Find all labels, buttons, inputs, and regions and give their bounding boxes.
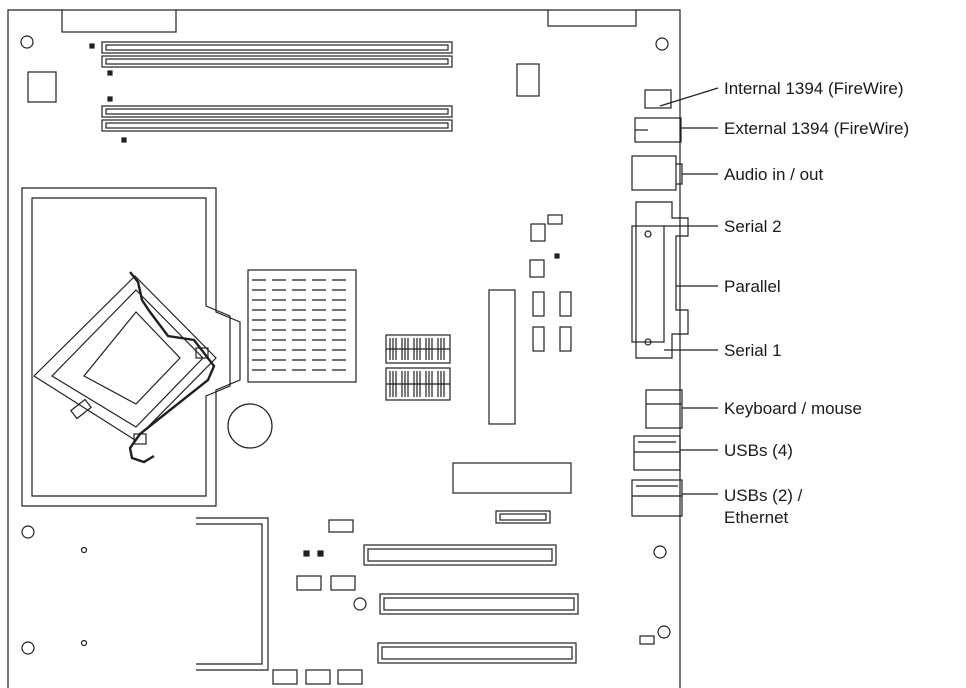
mount-hole-top-left (20, 35, 34, 49)
dense-chips (385, 334, 451, 401)
label-serial-1: Serial 1 (724, 341, 782, 360)
mount-hole-mid-left (21, 525, 35, 539)
top-header-left (61, 9, 177, 33)
small-hole-2 (80, 639, 88, 647)
mount-hole-mid-right (653, 545, 667, 559)
parallel-serial-connector (631, 201, 689, 359)
processor-area (21, 187, 241, 507)
rear-connectors (631, 89, 689, 517)
small-hole-1 (80, 546, 88, 554)
internal-1394-connector (644, 89, 672, 109)
label-audio: Audio in / out (724, 165, 824, 184)
top-header-right (547, 9, 637, 27)
mount-hole-bottom-left (21, 641, 35, 655)
memory-slots (89, 41, 453, 143)
leader-lines (659, 87, 719, 495)
usb2-ethernet-connector (631, 479, 683, 517)
label-usbs-4: USBs (4) (724, 441, 793, 460)
mount-hole-pci (353, 597, 367, 611)
label-parallel: Parallel (724, 277, 781, 296)
usb4-connector (633, 435, 681, 471)
battery (227, 403, 273, 449)
label-internal-1394: Internal 1394 (FireWire) (724, 79, 904, 98)
label-ethernet: Ethernet (724, 508, 789, 527)
chipset-heatsink (247, 269, 357, 383)
chip-top-left (27, 71, 57, 103)
label-keyboard-mouse: Keyboard / mouse (724, 399, 862, 418)
label-usbs-2: USBs (2) / (724, 486, 803, 505)
keyboard-mouse-connector (645, 389, 683, 429)
chip-top-center (516, 63, 540, 97)
label-external-1394: External 1394 (FireWire) (724, 119, 910, 138)
pci-slots (196, 517, 579, 671)
label-serial-2: Serial 2 (724, 217, 782, 236)
mount-hole-top-right (655, 37, 669, 51)
audio-connector (631, 155, 677, 191)
board-outline (7, 9, 681, 688)
small-components (272, 214, 655, 685)
mount-hole-bottom-right (657, 625, 671, 639)
